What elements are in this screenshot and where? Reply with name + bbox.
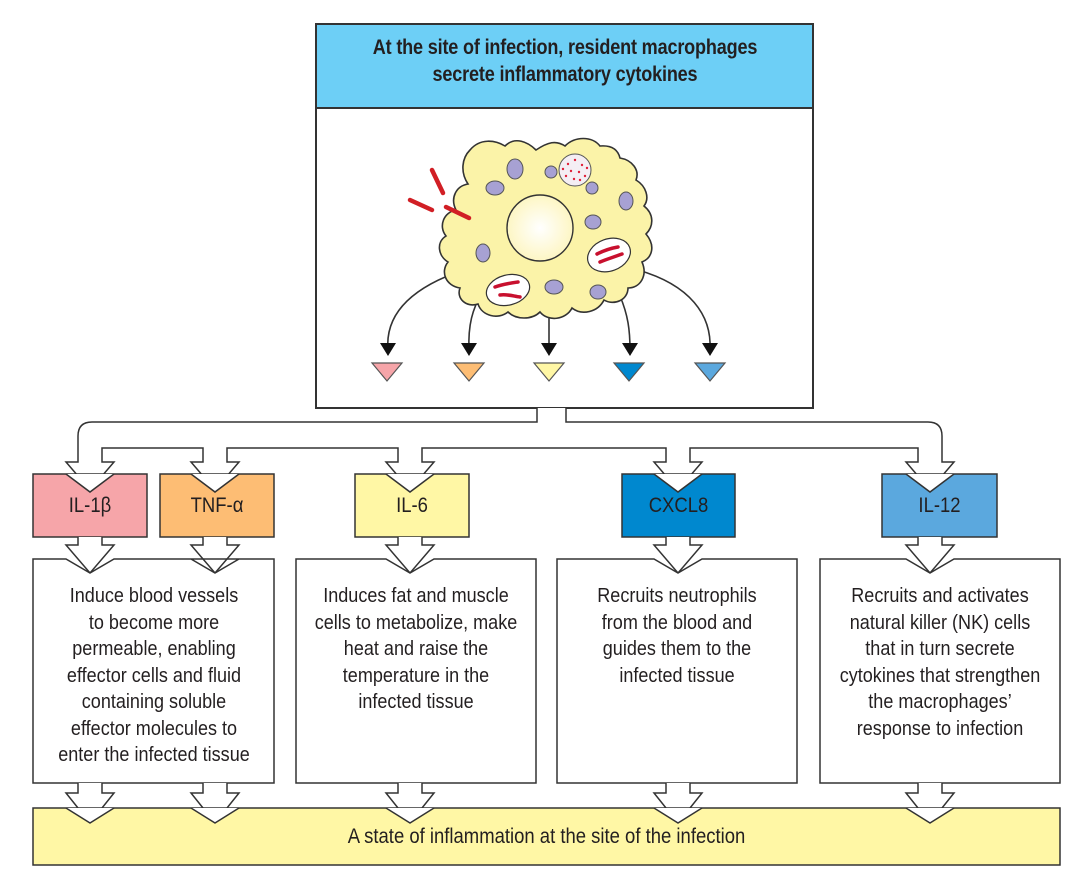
outcome-bar <box>32 807 1061 866</box>
effect-line: containing soluble <box>81 690 227 713</box>
arrow-tip-icon <box>65 473 115 493</box>
granule-icon <box>618 191 634 211</box>
effect-line: Recruits neutrophils <box>597 584 757 607</box>
arrowhead-icon <box>702 343 718 356</box>
cytokine-label-il12: IL-12 <box>918 494 961 517</box>
effect-line: heat and raise the <box>343 637 489 660</box>
effect-line: infected tissue <box>619 663 735 687</box>
effect-line: that in turn secrete <box>865 637 1015 660</box>
arrow-tip-icon <box>190 807 240 824</box>
outcome-label: A state of inflammation at the site of t… <box>347 825 746 848</box>
cytokine-triangle-icon <box>532 362 566 382</box>
phagosome <box>485 273 531 307</box>
inbound-arrow-tips <box>65 473 955 493</box>
granule-icon <box>475 243 491 263</box>
effect-line: enter the infected tissue <box>58 743 250 766</box>
arrow-tip-icon <box>653 473 703 493</box>
effect-line: cytokines that strengthen <box>839 663 1041 687</box>
effect-text-vascular: Induce blood vessels to become more perm… <box>41 583 266 769</box>
arrow-tip-icon <box>905 807 955 824</box>
granule-icon <box>485 180 505 196</box>
effect-boxes <box>32 558 1061 784</box>
effect-line: effector molecules to <box>70 716 238 740</box>
arrow-tip-icon <box>385 473 435 493</box>
cytokine-label-tnfa: TNF-α <box>190 494 244 517</box>
outcome-arrow-tips <box>65 807 955 824</box>
arrow-tip-icon <box>653 807 703 824</box>
cytokine-triangle-icon <box>612 362 646 382</box>
granule-icon <box>544 279 564 295</box>
effect-line: natural killer (NK) cells <box>849 610 1031 634</box>
granule-icon <box>506 158 524 180</box>
outcome-arrows <box>64 783 956 825</box>
secretion-curve <box>637 269 711 351</box>
effect-line: Induce blood vessels <box>69 584 239 607</box>
effect-text-neutrophil: Recruits neutrophils from the blood and … <box>564 583 789 689</box>
cytokine-triangle-icon <box>452 362 486 382</box>
effect-line: temperature in the <box>342 663 490 687</box>
effect-line: effector cells and fluid <box>66 663 242 687</box>
effect-box-nk <box>819 558 1061 784</box>
effect-line: Recruits and activates <box>851 584 1029 607</box>
effect-line: response to infection <box>856 716 1024 740</box>
arrow-tip-icon <box>65 807 115 824</box>
bacterium-icon <box>429 167 446 196</box>
effect-line: the macrophages’ <box>868 690 1012 713</box>
bacteria <box>407 167 472 221</box>
effect-line: cells to metabolize, make <box>314 610 518 634</box>
bacterium-icon <box>407 197 435 213</box>
panel-title-line2: secrete inflammatory cytokines <box>432 63 698 86</box>
effect-text-nk: Recruits and activates natural killer (N… <box>827 583 1052 742</box>
arrowhead-icon <box>380 343 396 356</box>
effect-line: from the blood and <box>601 610 753 634</box>
effect-box-vascular <box>32 558 275 784</box>
effect-box-neutrophil <box>556 558 798 784</box>
cytokine-triangle-icon <box>370 362 404 382</box>
granule-icon <box>585 181 599 195</box>
effect-text-metabolic: Induces fat and muscle cells to metaboli… <box>303 583 528 716</box>
granule-icon <box>544 165 558 179</box>
secretion-curve <box>387 272 456 351</box>
effect-line: to become more <box>88 610 220 634</box>
nucleus-icon <box>506 194 574 262</box>
arrowhead-icon <box>622 343 638 356</box>
phagosome <box>587 237 631 273</box>
effect-line: infected tissue <box>358 690 474 713</box>
macrophage-illustration <box>370 137 727 382</box>
arrowhead-icon <box>541 343 557 356</box>
panel-title-line1: At the site of infection, resident macro… <box>372 36 758 59</box>
effect-line: permeable, enabling <box>72 637 236 660</box>
lysosome-dots <box>561 158 589 182</box>
arrow-tip-icon <box>905 473 955 493</box>
effect-line: Induces fat and muscle <box>323 584 509 607</box>
cytokine-label-il1b: IL-1β <box>68 494 112 517</box>
granules <box>475 158 634 300</box>
cytokine-triangles <box>370 362 727 382</box>
cytokine-triangle-icon <box>693 362 727 382</box>
effect-line: guides them to the <box>602 637 752 660</box>
bacterium-icon <box>443 204 472 221</box>
arrow-tip-icon <box>190 473 240 493</box>
cytokine-label-il6: IL-6 <box>396 494 428 517</box>
arrowhead-icon <box>461 343 477 356</box>
panel-title: At the site of infection, resident macro… <box>353 34 778 88</box>
effect-box-metabolic <box>295 558 537 784</box>
cytokine-label-cxcl8: CXCL8 <box>648 494 709 517</box>
granule-icon <box>584 214 602 230</box>
black-arrowheads <box>380 343 718 356</box>
lysosome-icon <box>558 153 592 187</box>
granule-icon <box>589 284 607 300</box>
arrow-tip-icon <box>385 807 435 824</box>
header-band <box>315 23 814 109</box>
